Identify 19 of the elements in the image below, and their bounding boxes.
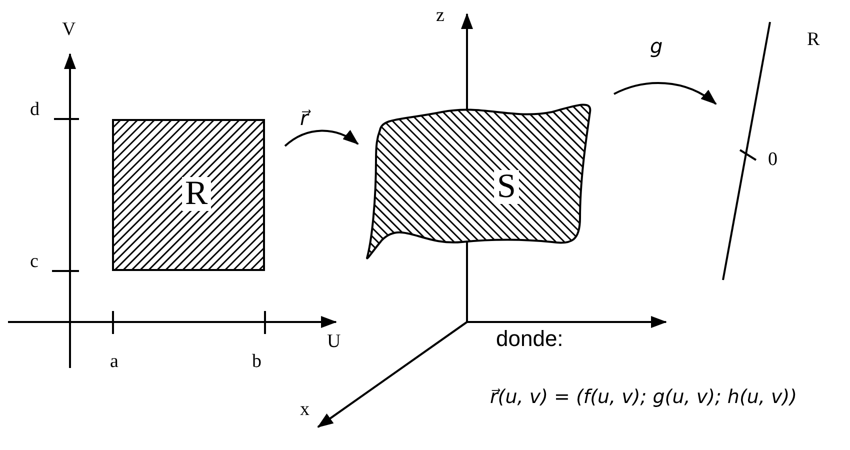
hatched-square bbox=[112, 119, 265, 271]
space-label: R bbox=[807, 30, 820, 49]
axis-label: x bbox=[300, 400, 310, 419]
axis-label: U bbox=[327, 332, 341, 351]
tick-label: b bbox=[252, 352, 262, 371]
axis-label: V bbox=[62, 20, 76, 39]
edge-label: g bbox=[650, 36, 663, 56]
tick-label: c bbox=[30, 252, 38, 271]
point-label: 0 bbox=[768, 150, 778, 169]
formula: r⃗(u, v) = (f(u, v); g(u, v); h(u, v)) bbox=[490, 388, 798, 407]
region-label: S bbox=[494, 170, 519, 204]
mapping-arrow bbox=[614, 82, 717, 105]
edge-label: r⃗ bbox=[300, 108, 308, 128]
tick-label: d bbox=[30, 100, 40, 119]
mapping-arrow bbox=[284, 130, 359, 147]
note-text: donde: bbox=[496, 328, 564, 350]
axis-label: z bbox=[436, 6, 444, 25]
region-label: R bbox=[182, 177, 211, 211]
tick-label: a bbox=[110, 352, 118, 371]
